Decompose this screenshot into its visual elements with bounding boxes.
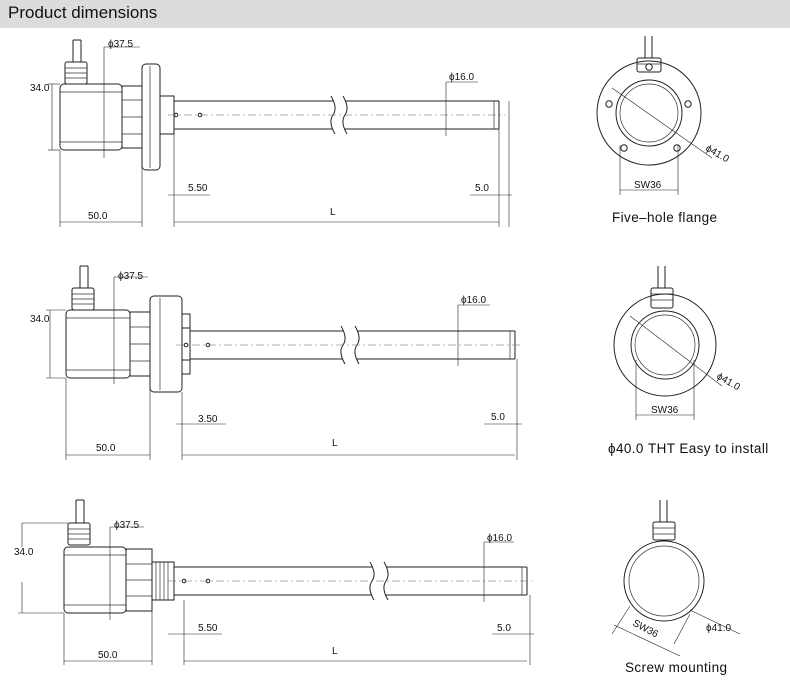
header-bar: Product dimensions	[0, 0, 790, 28]
dim-offset: 5.50	[188, 183, 208, 194]
dim-offset: 3.50	[198, 414, 218, 425]
dim-height: 34.0	[30, 314, 50, 325]
dim-end-diameter: ϕ41.0	[706, 623, 732, 634]
dim-end-sw: SW36	[651, 405, 679, 416]
dim-rod-length: L	[332, 646, 338, 657]
dim-tip: 5.0	[475, 183, 489, 194]
dim-end-diameter: ϕ41.0	[704, 143, 732, 165]
end-view-screw-mounting: SW36 ϕ41.0 Screw mounting	[611, 500, 741, 675]
dim-end-diameter: ϕ41.0	[715, 371, 743, 393]
dim-height: 34.0	[30, 83, 50, 94]
dim-rod-diameter: ϕ16.0	[449, 72, 475, 83]
end-view-tht: ϕ41.0 SW36 ϕ40.0 THT Easy to install	[608, 266, 769, 456]
side-view-five-hole-flange: ϕ37.5 34.0 ϕ16.0 5.50 5.0 50.0 L	[30, 39, 512, 227]
dim-rod-diameter: ϕ16.0	[487, 533, 513, 544]
dim-offset: 5.50	[198, 623, 218, 634]
side-view-screw-mounting: ϕ37.5 34.0 ϕ16.0 5.50 5.0 50.0 L	[14, 499, 534, 665]
caption-screw-mounting: Screw mounting	[625, 660, 727, 675]
page-title: Product dimensions	[8, 3, 158, 22]
dim-tip: 5.0	[491, 412, 505, 423]
dim-end-sw: SW36	[631, 618, 661, 641]
caption-five-hole-flange: Five–hole flange	[612, 210, 717, 225]
dim-rod-diameter: ϕ16.0	[461, 295, 487, 306]
dim-end-sw: SW36	[634, 180, 662, 191]
dim-height: 34.0	[14, 547, 34, 558]
dim-rod-length: L	[330, 207, 336, 218]
dim-cable-diameter: ϕ37.5	[118, 271, 144, 282]
side-view-tht: ϕ37.5 34.0 ϕ16.0 3.50 5.0 50.0 L	[30, 265, 522, 460]
dim-body-length: 50.0	[96, 443, 116, 454]
dim-body-length: 50.0	[88, 211, 108, 222]
dim-cable-diameter: ϕ37.5	[108, 39, 134, 50]
dim-body-length: 50.0	[98, 650, 118, 661]
dim-cable-diameter: ϕ37.5	[114, 520, 140, 531]
caption-tht: ϕ40.0 THT Easy to install	[608, 441, 769, 456]
dim-tip: 5.0	[497, 623, 511, 634]
dim-rod-length: L	[332, 438, 338, 449]
end-view-five-hole-flange: ϕ41.0 SW36 Five–hole flange	[596, 36, 732, 225]
